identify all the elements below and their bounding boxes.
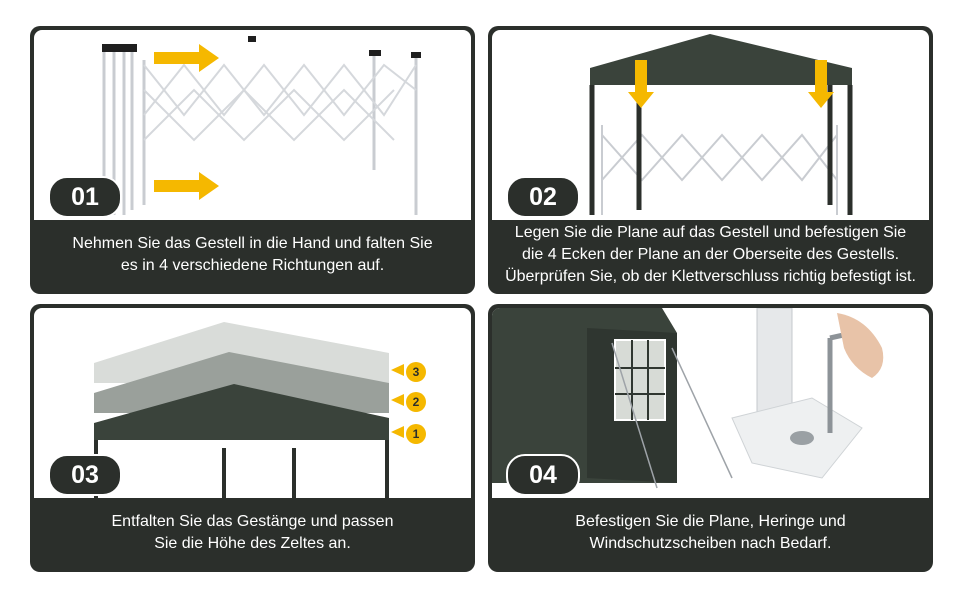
instruction-panel-4: 04 Befestigen Sie die Plane, Heringe und…	[488, 304, 933, 572]
instruction-panel-2: 02 Legen Sie die Plane auf das Gestell u…	[488, 26, 933, 294]
instruction-caption: Nehmen Sie das Gestell in die Hand und f…	[72, 235, 433, 274]
canopy-attach-illustration: 02	[492, 30, 929, 220]
height-step-2-badge: 2	[406, 392, 426, 412]
instruction-panel-1: 01 Nehmen Sie das Gestell in die Hand un…	[30, 26, 475, 294]
step-number-badge: 04	[506, 454, 580, 496]
instruction-caption: Befestigen Sie die Plane, Heringe und Wi…	[575, 513, 846, 552]
instruction-caption: Legen Sie die Plane auf das Gestell und …	[505, 224, 916, 285]
step-number-badge: 02	[506, 176, 580, 218]
step-number-badge: 03	[48, 454, 122, 496]
accessories-illustration: 04	[492, 308, 929, 498]
height-adjust-illustration: 3 2 1 03	[34, 308, 471, 498]
instruction-panel-3: 3 2 1 03 Entfalten Sie das Gestänge und …	[30, 304, 475, 572]
height-step-3-badge: 3	[406, 362, 426, 382]
height-step-1-badge: 1	[406, 424, 426, 444]
instruction-caption: Entfalten Sie das Gestänge und passen Si…	[111, 513, 394, 552]
step-number-badge: 01	[48, 176, 122, 218]
frame-unfold-illustration: 01	[34, 30, 471, 220]
